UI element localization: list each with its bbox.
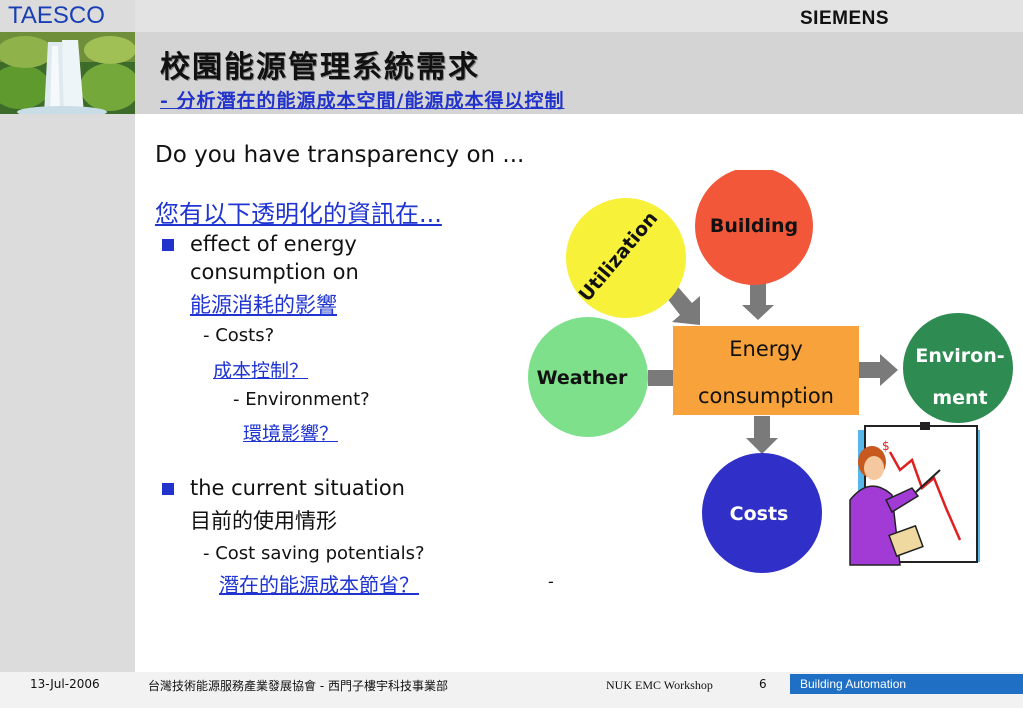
environment-node	[903, 313, 1013, 423]
arrow-building-to-energy	[742, 283, 774, 320]
bullet1-sub2-english: - Environment?	[233, 389, 370, 410]
section-bar	[790, 674, 1023, 694]
intro-english: Do you have transparency on ...	[155, 142, 525, 168]
energy-consumption-box	[673, 326, 859, 415]
environment-label-line2: ment	[932, 387, 987, 409]
page-subtitle: - 分析潛在的能源成本空間/能源成本得以控制	[160, 90, 565, 112]
company-logo: SIEMENS	[800, 8, 890, 29]
environment-label-line1: Environ-	[915, 345, 1004, 367]
bullet2-sub1-english: - Cost saving potentials?	[203, 543, 425, 564]
brand-logo-text: TAESCO	[8, 2, 105, 29]
bullet2-sub1-chinese: 潛在的能源成本節省？	[219, 573, 419, 597]
intro-chinese: 您有以下透明化的資訊在...	[155, 200, 442, 228]
bullet1-line2: consumption on	[190, 260, 359, 284]
bullet-square-icon	[162, 483, 174, 495]
costs-node	[702, 453, 822, 573]
section-label: Building Automation	[800, 677, 907, 691]
energy-diagram: Utilization Building Weather Energy cons…	[528, 170, 1013, 573]
bullet2-chinese: 目前的使用情形	[190, 509, 337, 533]
bullet1-sub1-english: - Costs?	[203, 325, 275, 346]
utilization-node	[566, 198, 686, 318]
energy-label-line2: consumption	[698, 384, 834, 408]
presenter-chart-clipart: $	[849, 422, 980, 566]
bullet-square-icon	[162, 239, 174, 251]
weather-label: Weather	[537, 367, 628, 389]
building-node	[695, 170, 813, 285]
footer-organization: 台灣技術能源服務產業發展協會 - 西門子樓宇科技事業部	[148, 679, 448, 693]
arrow-energy-to-environment	[854, 354, 898, 386]
bullet1-line1: effect of energy	[190, 232, 357, 256]
chart-symbol: $	[882, 439, 890, 453]
bullet1-sub1-chinese: 成本控制？	[213, 360, 309, 382]
footer-event: NUK EMC Workshop	[606, 678, 713, 692]
weather-node	[528, 317, 648, 437]
bullet1-sub2-chinese: 環境影響？	[243, 423, 339, 445]
left-sidebar	[0, 0, 135, 708]
page-title: 校園能源管理系統需求	[160, 50, 480, 85]
bullet2-line1: the current situation	[190, 476, 405, 500]
footer-page-number: 6	[759, 677, 767, 691]
arrow-utilization-to-energy	[666, 287, 700, 325]
footer-date: 13-Jul-2006	[30, 677, 100, 691]
arrow-energy-to-costs	[746, 416, 778, 454]
top-bar	[0, 0, 1023, 32]
costs-label: Costs	[730, 503, 789, 525]
waterfall-photo	[0, 32, 135, 114]
bullet1-chinese: 能源消耗的影響	[190, 293, 337, 317]
building-label: Building	[710, 215, 798, 237]
stray-dash: -	[548, 572, 554, 591]
energy-label-line1: Energy	[729, 337, 803, 361]
title-bar	[135, 32, 1023, 114]
